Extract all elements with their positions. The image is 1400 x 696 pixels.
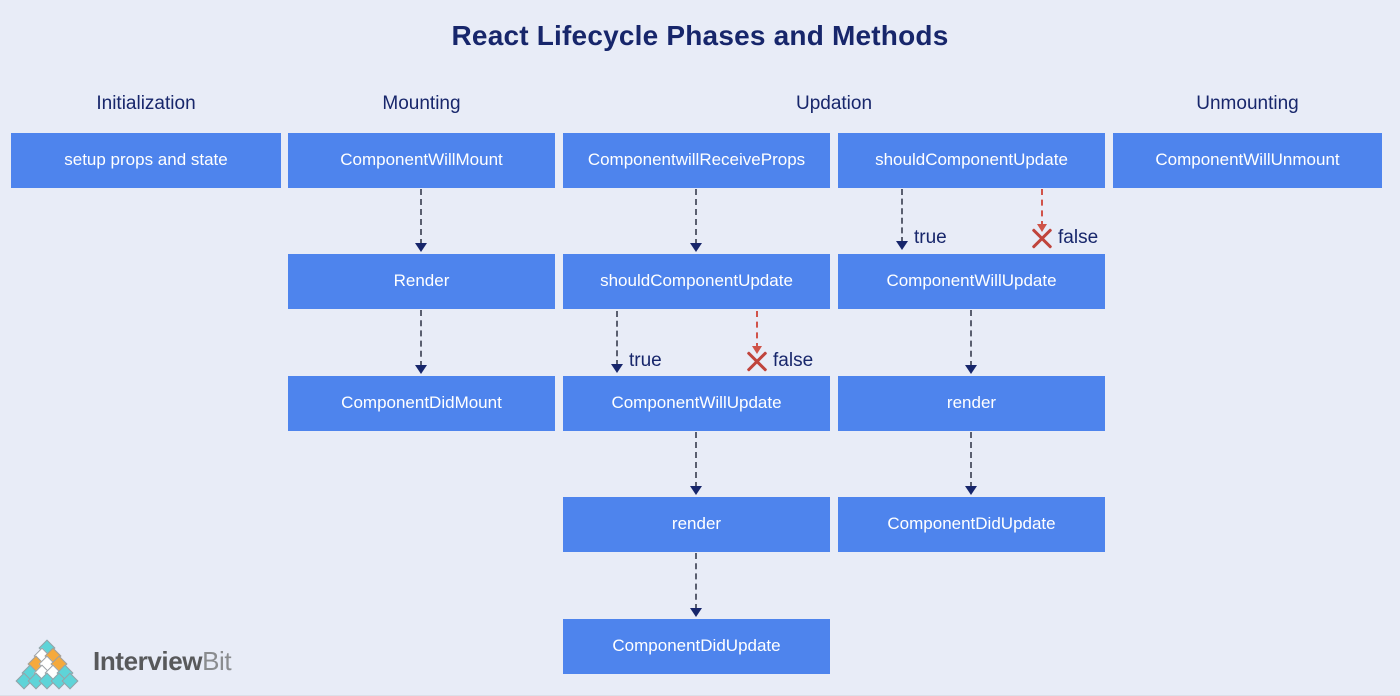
node-component-will-mount[interactable]: ComponentWillMount [288,133,555,188]
node-setup-props-and-state[interactable]: setup props and state [11,133,281,188]
connector-will-receive-props-to-should-update [695,189,697,245]
phase-label-updation: Updation [795,93,873,114]
connector-will-update-to-render-a [970,310,972,367]
connector-should-update-true-b [616,311,618,366]
connector-should-update-false-a [1041,189,1043,227]
interviewbit-logo-mark [15,639,84,690]
arrowhead-should-update-true-b [611,364,623,373]
branch-label-false-b: false [773,350,814,371]
node-should-component-update-b[interactable]: shouldComponentUpdate [563,254,830,309]
arrowhead-render-to-did-mount [415,365,427,374]
arrowhead-render-to-did-update-b [690,608,702,617]
node-render-mounting[interactable]: Render [288,254,555,309]
branch-label-true-a: true [914,227,947,248]
node-component-will-receive-props[interactable]: ComponentwillReceiveProps [563,133,830,188]
connector-should-update-true-a [901,189,903,243]
arrowhead-will-mount-to-render [415,243,427,252]
node-should-component-update-a[interactable]: shouldComponentUpdate [838,133,1105,188]
phase-label-mounting: Mounting [382,93,461,114]
logo-text-bold: Interview [93,645,203,676]
phase-label-initialization: Initialization [96,93,196,114]
phase-label-unmounting: Unmounting [1196,93,1299,114]
node-render-update-a[interactable]: render [838,376,1105,431]
false-x-icon-b [744,348,770,374]
page-title: React Lifecycle Phases and Methods [451,20,949,51]
node-component-will-update-b[interactable]: ComponentWillUpdate [563,376,830,431]
arrowhead-will-receive-props-to-should-update [690,243,702,252]
branch-label-true-b: true [629,350,662,371]
connector-should-update-false-b [756,311,758,349]
arrowhead-should-update-true-a [896,241,908,250]
logo-text-light: Bit [202,645,232,676]
connector-render-to-did-update-a [970,432,972,488]
interviewbit-logo: InterviewBit [15,639,232,690]
arrowhead-should-update-false-b [752,346,762,354]
arrowhead-will-update-to-render-b [690,486,702,495]
branch-label-false-a: false [1058,227,1099,248]
connector-will-update-to-render-b [695,432,697,488]
node-component-will-unmount[interactable]: ComponentWillUnmount [1113,133,1382,188]
interviewbit-logo-text: InterviewBit [93,645,232,677]
arrowhead-will-update-to-render-a [965,365,977,374]
node-component-will-update-a[interactable]: ComponentWillUpdate [838,254,1105,309]
false-x-icon-a [1029,225,1055,251]
connector-render-to-did-update-b [695,553,697,610]
node-component-did-update-a[interactable]: ComponentDidUpdate [838,497,1105,552]
arrowhead-should-update-false-a [1037,224,1047,232]
node-render-update-b[interactable]: render [563,497,830,552]
connector-render-to-did-mount [420,310,422,367]
arrowhead-render-to-did-update-a [965,486,977,495]
connector-will-mount-to-render [420,189,422,245]
node-component-did-update-b[interactable]: ComponentDidUpdate [563,619,830,674]
node-component-did-mount[interactable]: ComponentDidMount [288,376,555,431]
